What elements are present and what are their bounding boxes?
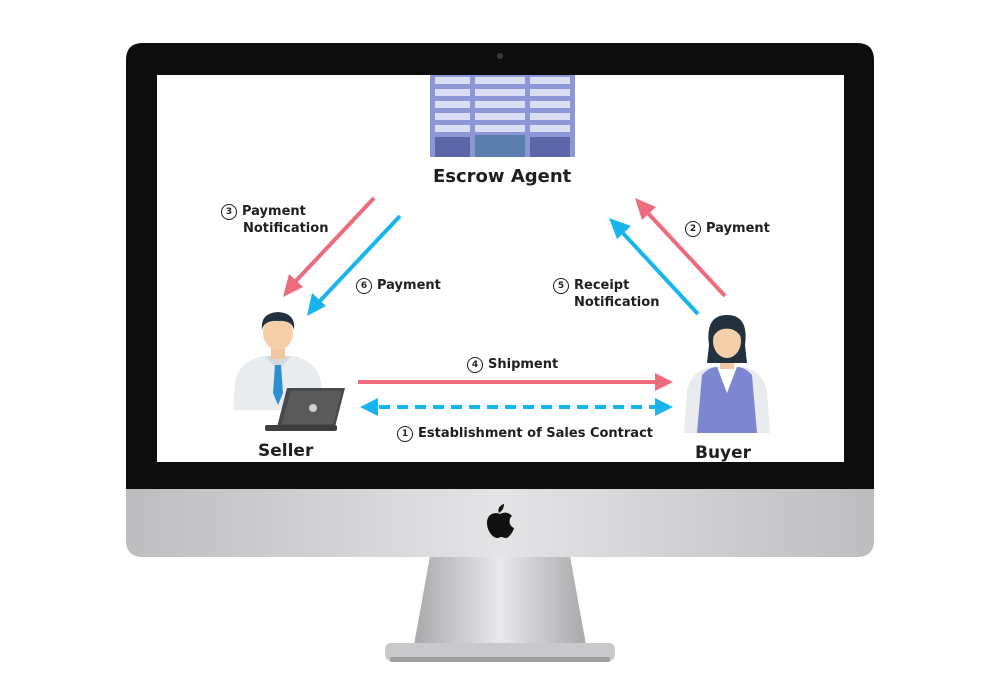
arrow-sales-contract bbox=[360, 398, 673, 416]
step-5-text-line1: Receipt bbox=[574, 278, 630, 293]
building-icon bbox=[430, 75, 575, 157]
laptop-icon bbox=[265, 388, 345, 431]
step-number-badge: 6 bbox=[356, 278, 372, 294]
diagram-graphics bbox=[233, 75, 770, 433]
arrow-receipt-notification bbox=[609, 218, 700, 316]
step-2-text: Payment bbox=[706, 221, 770, 236]
buyer-label: Buyer bbox=[695, 443, 752, 463]
arrow-shipment bbox=[358, 373, 673, 391]
monitor-stand bbox=[414, 556, 586, 645]
arrow-payment-to-escrow bbox=[635, 198, 727, 298]
arrow-payment-to-seller bbox=[307, 214, 402, 316]
step-2-label: 2 Payment bbox=[685, 220, 770, 237]
step-4-text: Shipment bbox=[488, 357, 559, 372]
step-3-text-line2: Notification bbox=[243, 221, 329, 236]
webcam-icon bbox=[497, 53, 503, 59]
buyer-person-icon bbox=[684, 315, 770, 433]
step-number-badge: 1 bbox=[397, 426, 413, 442]
step-6-label: 6 Payment bbox=[356, 277, 441, 294]
arrow-payment-notification bbox=[283, 196, 376, 297]
step-number-badge: 4 bbox=[467, 357, 483, 373]
step-5-label: 5 Receipt Notification bbox=[553, 277, 659, 311]
step-4-label: 4 Shipment bbox=[467, 356, 558, 373]
step-3-text-line1: Payment bbox=[242, 204, 306, 219]
step-number-badge: 2 bbox=[685, 221, 701, 237]
seller-label: Seller bbox=[258, 441, 314, 461]
monitor-base bbox=[385, 643, 615, 661]
step-1-label: 1 Establishment of Sales Contract bbox=[397, 425, 653, 442]
apple-logo-icon bbox=[487, 504, 514, 538]
step-number-badge: 5 bbox=[553, 278, 569, 294]
step-number-badge: 3 bbox=[221, 204, 237, 220]
step-6-text: Payment bbox=[377, 278, 441, 293]
step-5-text-line2: Notification bbox=[574, 295, 660, 310]
escrow-agent-label: Escrow Agent bbox=[433, 166, 572, 187]
step-3-label: 3 Payment Notification bbox=[221, 203, 328, 237]
step-1-text: Establishment of Sales Contract bbox=[418, 426, 654, 441]
